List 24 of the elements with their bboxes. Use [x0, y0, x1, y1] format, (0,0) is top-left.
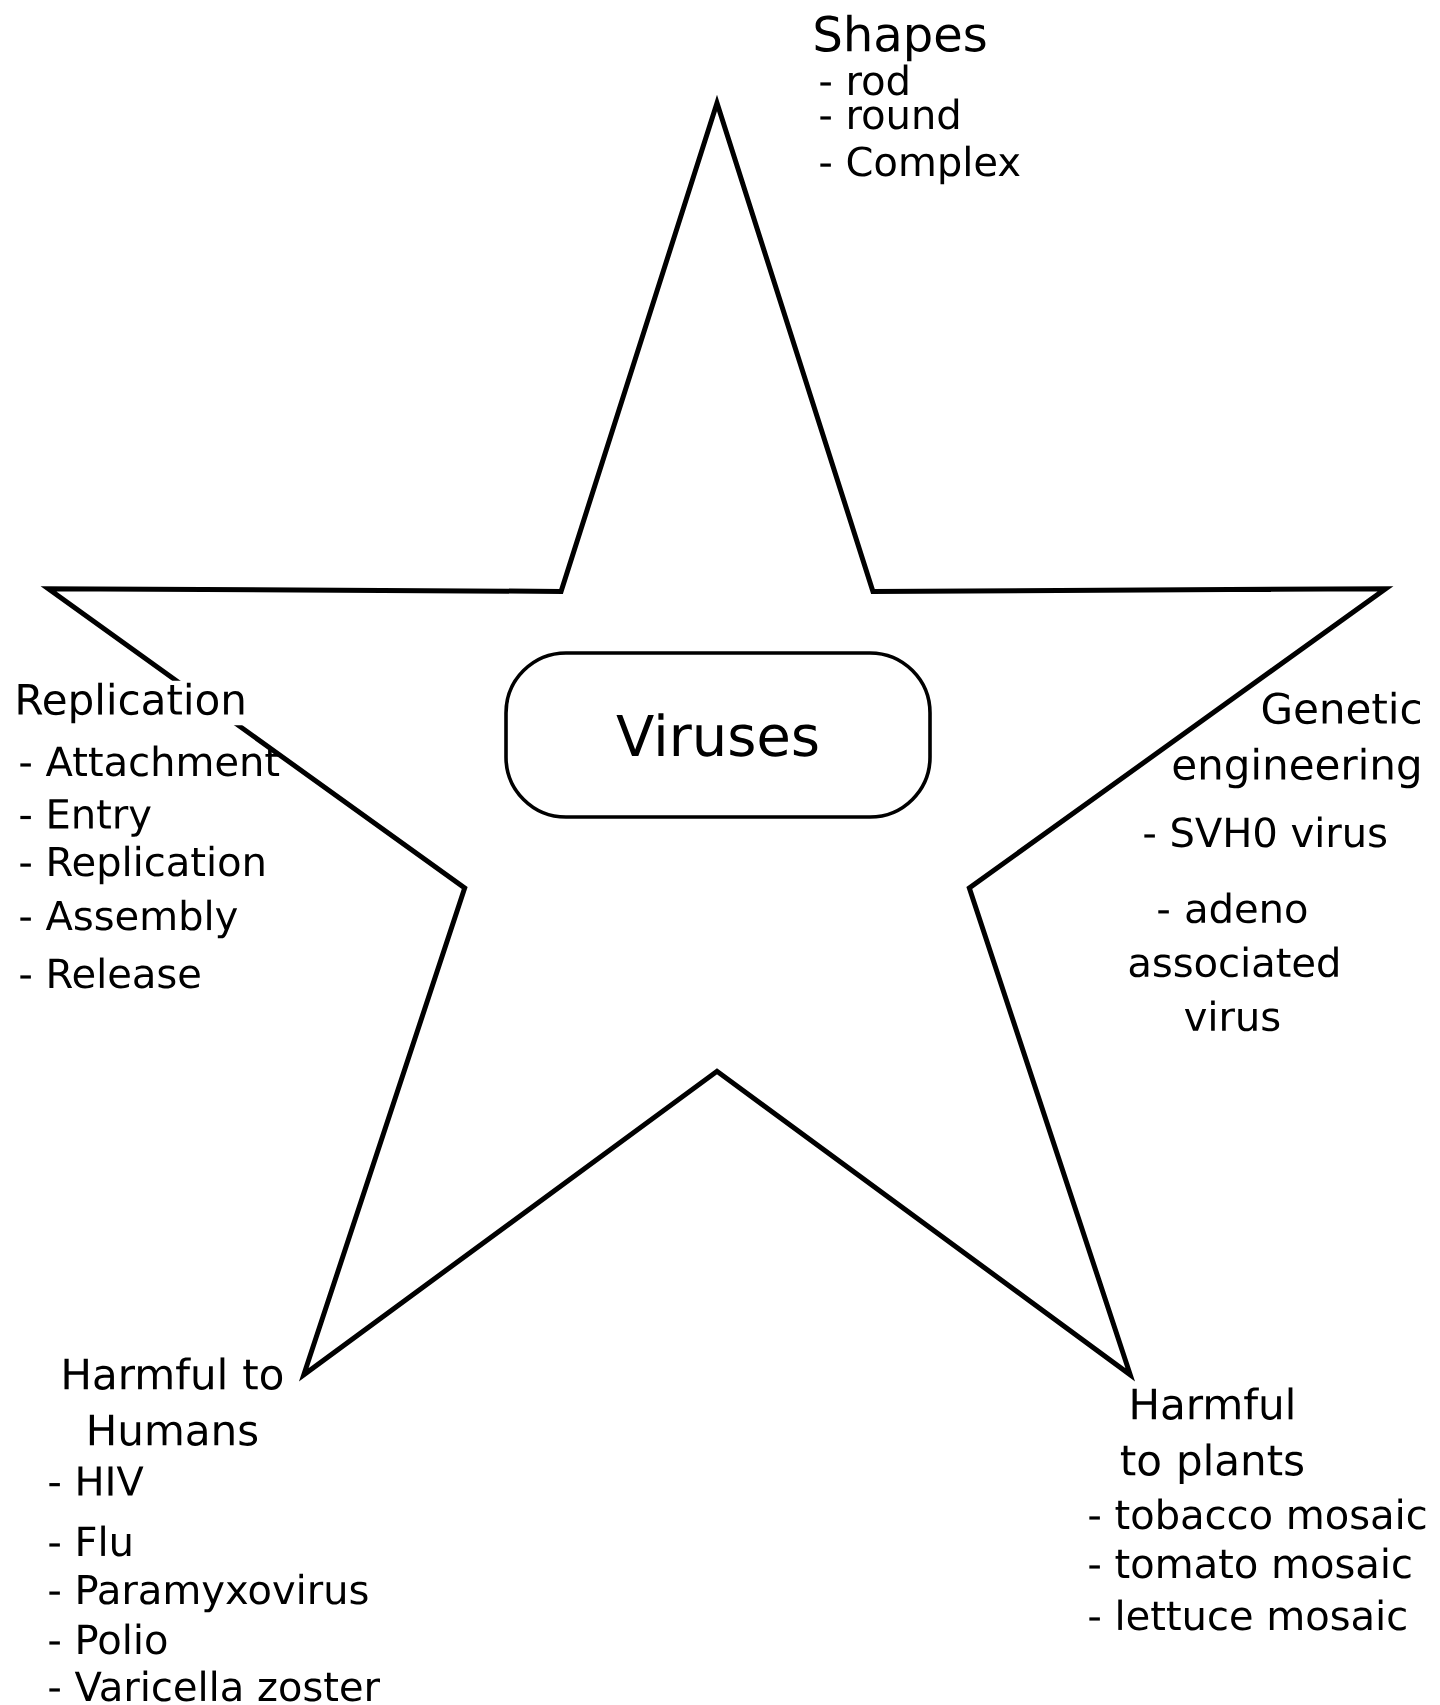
list-item: - Polio	[49, 1623, 167, 1655]
list-item: - tobacco mosaic	[1089, 1498, 1426, 1530]
list-item: - Entry	[20, 799, 151, 837]
heading-text: Harmful to Humans	[64, 1357, 283, 1446]
list-item: - Replication	[20, 845, 264, 885]
list-item: - lettuce mosaic	[1089, 1599, 1406, 1631]
list-item: - Assembly	[20, 899, 238, 939]
heading-text: Shapes	[815, 14, 986, 62]
list-item: - Attachment	[20, 745, 280, 777]
list-item: - rod	[820, 64, 908, 96]
heading-text: Replication	[12, 680, 249, 726]
list-item: - adeno associated virus	[1129, 892, 1338, 1032]
list-item: - Release	[20, 957, 200, 989]
list-item: - SVH0 virus	[1144, 816, 1386, 848]
list-item: - Complex	[820, 145, 1020, 185]
heading-text: Harmful to plants	[1120, 1387, 1303, 1485]
list-item: - tomato mosaic	[1089, 1547, 1411, 1579]
list-item: - round	[820, 98, 959, 130]
list-item: - HIV	[49, 1466, 144, 1496]
heading-text: Genetic engineering	[1173, 691, 1420, 789]
rounded-box: Viruses	[504, 651, 932, 819]
list-item: - Paramyxovirus	[49, 1573, 368, 1613]
list-item: - Flu	[49, 1525, 131, 1557]
list-item: - Varicella zoster	[49, 1670, 380, 1702]
